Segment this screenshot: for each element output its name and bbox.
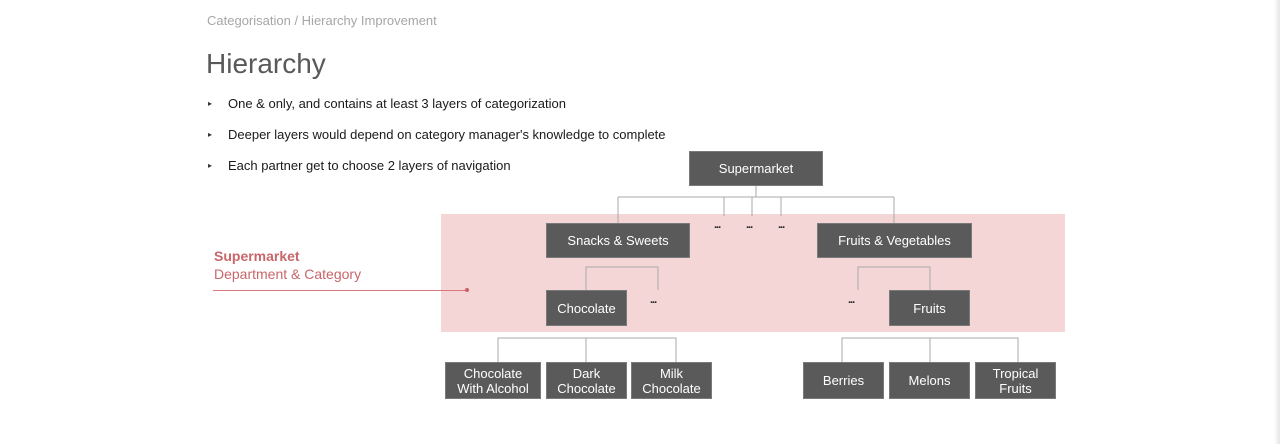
connector-chocolate-children — [497, 337, 677, 362]
node-chocolate: Chocolate — [546, 290, 627, 326]
node-milk-chocolate: Milk Chocolate — [631, 362, 712, 399]
side-label-pointer-line — [213, 290, 466, 291]
node-line: Chocolate — [642, 380, 701, 396]
node-line: With Alcohol — [457, 380, 529, 396]
bullet-item: ▸ Deeper layers would depend on category… — [208, 126, 666, 157]
node-fruits: Fruits — [889, 290, 970, 326]
breadcrumb: Categorisation / Hierarchy Improvement — [207, 13, 437, 28]
node-chocolate-with-alcohol: Chocolate With Alcohol — [445, 362, 541, 399]
ellipsis-4: ... — [650, 294, 657, 306]
page-title: Hierarchy — [206, 48, 326, 79]
bullet-list: ▸ One & only, and contains at least 3 la… — [208, 95, 666, 188]
node-line: Chocolate — [463, 365, 523, 381]
bullet-text: Each partner get to choose 2 layers of n… — [228, 158, 511, 173]
node-line: Dark — [572, 365, 601, 381]
ellipsis-2: ... — [746, 219, 753, 231]
node-melons: Melons — [889, 362, 970, 399]
side-label-pointer-dot — [465, 288, 469, 292]
node-tropical-fruits: Tropical Fruits — [975, 362, 1056, 399]
bullet-text: One & only, and contains at least 3 laye… — [228, 96, 566, 111]
node-dark-chocolate: Dark Chocolate — [546, 362, 627, 399]
node-fruits-vegetables: Fruits & Vegetables — [817, 223, 972, 258]
ellipsis-3: ... — [778, 219, 785, 231]
node-line: Fruits — [999, 380, 1032, 396]
connector-fruitsveg-children — [857, 266, 931, 290]
bullet-item: ▸ One & only, and contains at least 3 la… — [208, 95, 666, 126]
node-berries: Berries — [803, 362, 884, 399]
bullet-text: Deeper layers would depend on category m… — [228, 127, 666, 142]
edge-shade — [1274, 0, 1280, 444]
node-line: Tropical — [992, 365, 1039, 381]
bullet-arrow-icon: ▸ — [208, 130, 213, 139]
node-supermarket: Supermarket — [689, 151, 823, 186]
ellipsis-5: ... — [848, 294, 855, 306]
bullet-arrow-icon: ▸ — [208, 161, 213, 170]
node-line: Chocolate — [557, 380, 616, 396]
side-label-subtitle: Department & Category — [214, 266, 362, 282]
bullet-arrow-icon: ▸ — [208, 99, 213, 108]
ellipsis-1: ... — [714, 219, 721, 231]
node-line: Milk — [659, 365, 684, 381]
node-snacks-sweets: Snacks & Sweets — [546, 223, 690, 258]
side-label-title: Supermarket — [214, 248, 300, 264]
bullet-item: ▸ Each partner get to choose 2 layers of… — [208, 157, 666, 188]
connector-snacks-children — [585, 266, 659, 290]
